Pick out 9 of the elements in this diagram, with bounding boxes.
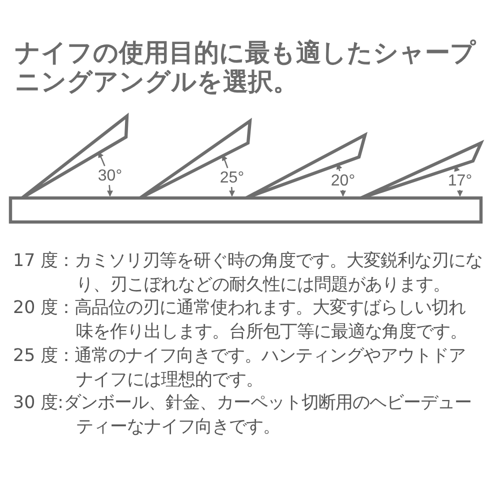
note-text: 30 度:ダンボール、針金、カーペット切断用のヘビーデューティーなナイフ向きです。 xyxy=(13,392,473,439)
angle-label: 25° xyxy=(220,170,244,186)
note-text: 25 度：通常のナイフ向きです。ハンティングやアウトドアナイフには理想的です。 xyxy=(13,344,467,392)
heading: ナイフの使用目的に最も適したシャープニングアングルを選択。 xyxy=(15,38,476,96)
angle-label: 30° xyxy=(98,168,122,184)
angle-label: 17° xyxy=(448,172,472,190)
note-text: 17 度：カミソリ刃等を研ぐ時の角度です。大変鋭利な刃になり、刃こぼれなどの耐久性には問題があります。 xyxy=(13,250,483,297)
angle-label: 20° xyxy=(330,172,356,190)
note-text: 20 度：高品位の刃に通常使われます。大変すばらしい切れ味を作り出します。台所包丁等に最適な角度です。 xyxy=(13,297,468,344)
